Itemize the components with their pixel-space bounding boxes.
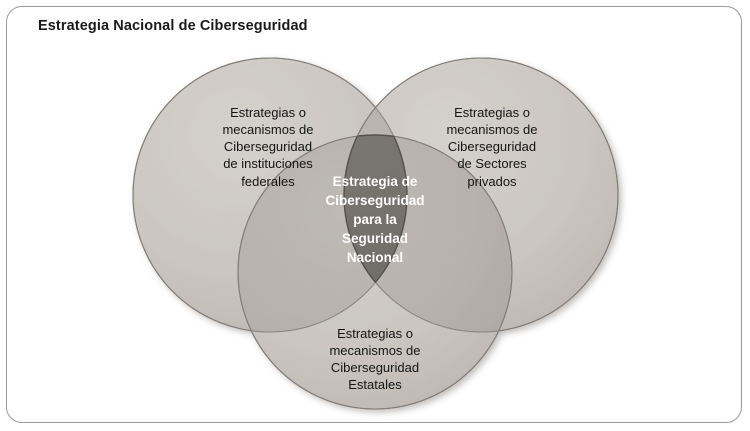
page-title: Estrategia Nacional de Ciberseguridad (38, 18, 308, 34)
intersection-outline (343, 134, 408, 332)
